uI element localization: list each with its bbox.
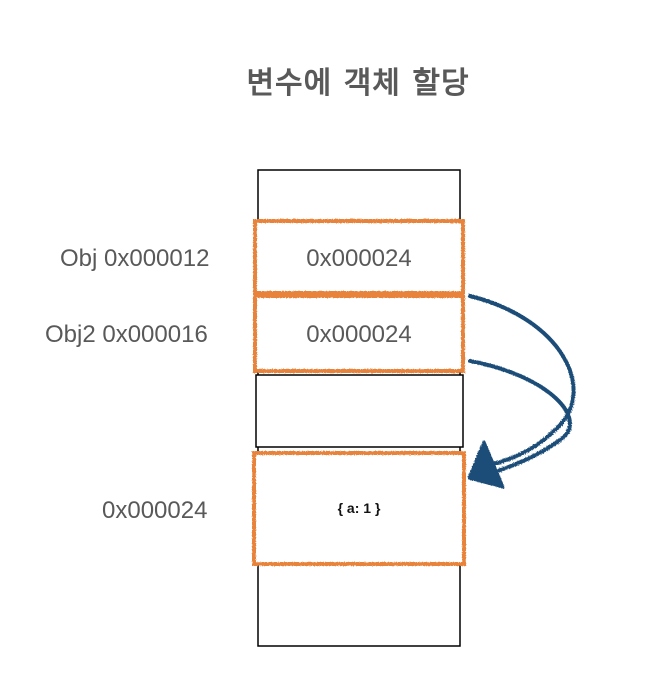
arrow-head-icon xyxy=(467,440,505,489)
obj-label: Obj 0x000012 xyxy=(60,245,210,272)
obj-cell-value: 0x000024 xyxy=(306,245,412,272)
obj2-label: Obj2 0x000016 xyxy=(45,321,208,348)
obj-reference-arrow xyxy=(468,294,576,467)
obj2-memory-cell xyxy=(253,294,465,373)
obj-memory-cell xyxy=(253,219,465,295)
object-cell-content: { a: 1 } xyxy=(337,500,381,516)
object-address-label: 0x000024 xyxy=(102,497,208,524)
obj2-cell-value: 0x000024 xyxy=(306,321,412,348)
obj2-reference-arrow xyxy=(468,359,572,474)
object-memory-cell xyxy=(252,451,466,566)
empty-memory-cell xyxy=(255,374,464,448)
diagram-title: 변수에 객체 할당 xyxy=(246,66,470,101)
